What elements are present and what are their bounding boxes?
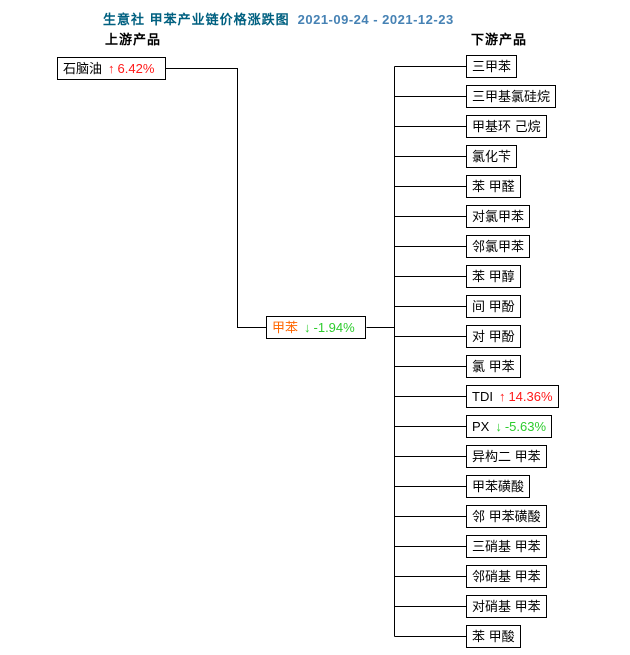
downstream-node-8[interactable]: 苯 甲醇 <box>466 265 521 288</box>
downstream-node-17[interactable]: 三硝基 甲苯 <box>466 535 547 558</box>
product-label: 三甲基氯硅烷 <box>472 89 551 104</box>
downstream-node-11[interactable]: 氯 甲苯 <box>466 355 521 378</box>
page-title: 生意社 甲苯产业链价格涨跌图 2021-09-24 - 2021-12-23 <box>103 9 454 28</box>
product-label: 三甲苯 <box>472 59 512 74</box>
product-label: 苯 甲醛 <box>472 179 515 194</box>
product-label: 对硝基 甲苯 <box>472 599 541 614</box>
change-value: 14.36% <box>508 389 553 404</box>
product-label: 对氯甲苯 <box>472 209 525 224</box>
product-label: 三硝基 甲苯 <box>472 539 541 554</box>
downstream-node-5[interactable]: 苯 甲醛 <box>466 175 521 198</box>
title-date-range: 2021-09-24 - 2021-12-23 <box>297 12 454 27</box>
title-text: 生意社 甲苯产业链价格涨跌图 <box>103 12 290 27</box>
product-label: 甲苯磺酸 <box>472 479 525 494</box>
center-node-toluene[interactable]: 甲苯 ↓ -1.94% <box>266 316 366 339</box>
downstream-node-1[interactable]: 三甲苯 <box>466 55 518 78</box>
downstream-node-10[interactable]: 对 甲酚 <box>466 325 521 348</box>
downstream-column-label: 下游产品 <box>471 32 528 47</box>
product-label: 邻 甲苯磺酸 <box>472 509 541 524</box>
product-label: 对 甲酚 <box>472 329 515 344</box>
product-label: 甲基环 己烷 <box>472 119 541 134</box>
change-value: -1.94% <box>313 320 355 335</box>
downstream-node-18[interactable]: 邻硝基 甲苯 <box>466 565 547 588</box>
product-label: 氯 甲苯 <box>472 359 515 374</box>
down-arrow-icon: ↓ <box>304 320 311 335</box>
downstream-node-2[interactable]: 三甲基氯硅烷 <box>466 85 557 108</box>
product-label: 异构二 甲苯 <box>472 449 541 464</box>
downstream-node-4[interactable]: 氯化苄 <box>466 145 518 168</box>
price-change: ↓ -1.94% <box>304 318 355 337</box>
product-label: 石脑油 <box>63 61 103 76</box>
product-label: TDI <box>472 389 493 404</box>
price-change: ↓-5.63% <box>495 417 546 436</box>
up-arrow-icon: ↑ <box>498 389 506 404</box>
price-change: ↑ 6.42% <box>108 59 154 78</box>
downstream-node-7[interactable]: 邻氯甲苯 <box>466 235 531 258</box>
product-label: 苯 甲酸 <box>472 629 515 644</box>
product-label: 邻氯甲苯 <box>472 239 525 254</box>
upstream-column-label: 上游产品 <box>105 32 162 47</box>
downstream-node-6[interactable]: 对氯甲苯 <box>466 205 531 228</box>
product-label: 氯化苄 <box>472 149 512 164</box>
upstream-node-naphtha[interactable]: 石脑油 ↑ 6.42% <box>57 57 166 80</box>
price-change: ↑14.36% <box>499 387 553 406</box>
product-label: 苯 甲醇 <box>472 269 515 284</box>
downstream-node-9[interactable]: 间 甲酚 <box>466 295 521 318</box>
change-value: 6.42% <box>117 61 155 76</box>
downstream-node-15[interactable]: 甲苯磺酸 <box>466 475 531 498</box>
downstream-node-3[interactable]: 甲基环 己烷 <box>466 115 547 138</box>
downstream-node-19[interactable]: 对硝基 甲苯 <box>466 595 547 618</box>
downstream-node-13[interactable]: PX ↓-5.63% <box>466 415 553 438</box>
product-label: PX <box>472 419 490 434</box>
change-value: -5.63% <box>504 419 547 434</box>
up-arrow-icon: ↑ <box>108 61 115 76</box>
downstream-node-16[interactable]: 邻 甲苯磺酸 <box>466 505 547 528</box>
product-label: 邻硝基 甲苯 <box>472 569 541 584</box>
downstream-node-14[interactable]: 异构二 甲苯 <box>466 445 547 468</box>
product-label: 间 甲酚 <box>472 299 515 314</box>
downstream-node-12[interactable]: TDI ↑14.36% <box>466 385 559 408</box>
product-label: 甲苯 <box>272 320 299 335</box>
downstream-node-20[interactable]: 苯 甲酸 <box>466 625 521 648</box>
down-arrow-icon: ↓ <box>495 419 502 434</box>
